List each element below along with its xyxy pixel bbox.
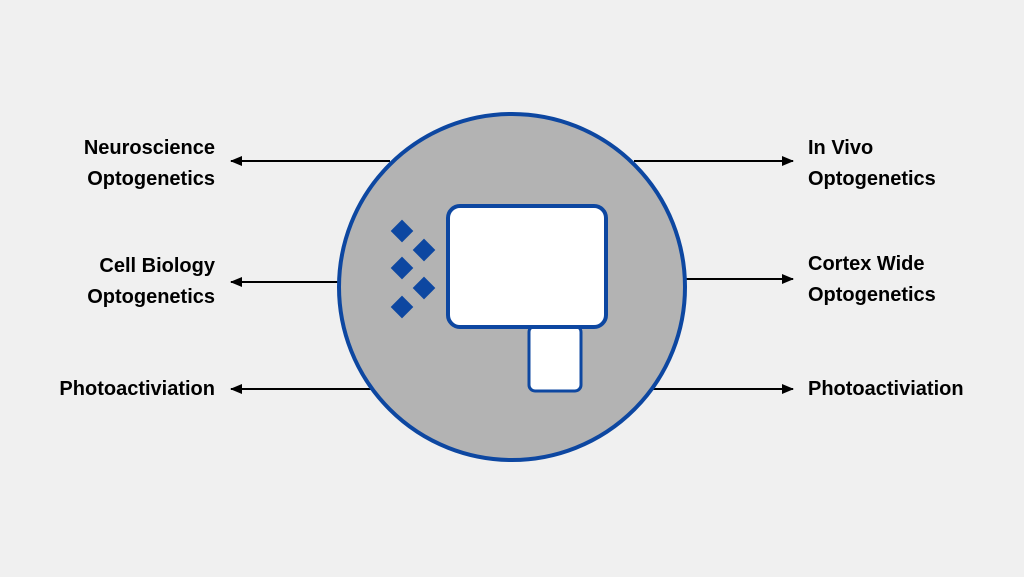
device-screen [446, 204, 608, 329]
device-stem [527, 324, 583, 393]
label-line: Photoactiviation [808, 378, 964, 400]
label-line: Photoactiviation [59, 378, 215, 400]
label-photoactiviation-right: Photoactiviation [808, 374, 964, 405]
label-line: Cortex Wide [808, 253, 925, 275]
label-line: Optogenetics [87, 286, 215, 308]
label-line: Optogenetics [808, 168, 936, 190]
label-line: Cell Biology [99, 255, 215, 277]
label-photoactiviation-left: Photoactiviation [59, 374, 215, 405]
label-cell-biology-optogenetics: Cell Biology Optogenetics [87, 251, 215, 313]
label-line: Neuroscience [83, 137, 215, 159]
label-neuroscience-optogenetics: Neuroscience Optogenetics [84, 133, 215, 195]
label-cortex-wide-optogenetics: Cortex Wide Optogenetics [808, 249, 936, 311]
label-in-vivo-optogenetics: In Vivo Optogenetics [808, 133, 936, 195]
label-line: In Vivo [808, 137, 874, 159]
optogenetics-device-icon [446, 204, 608, 393]
label-line: Optogenetics [808, 284, 936, 306]
label-line: Optogenetics [87, 168, 215, 190]
